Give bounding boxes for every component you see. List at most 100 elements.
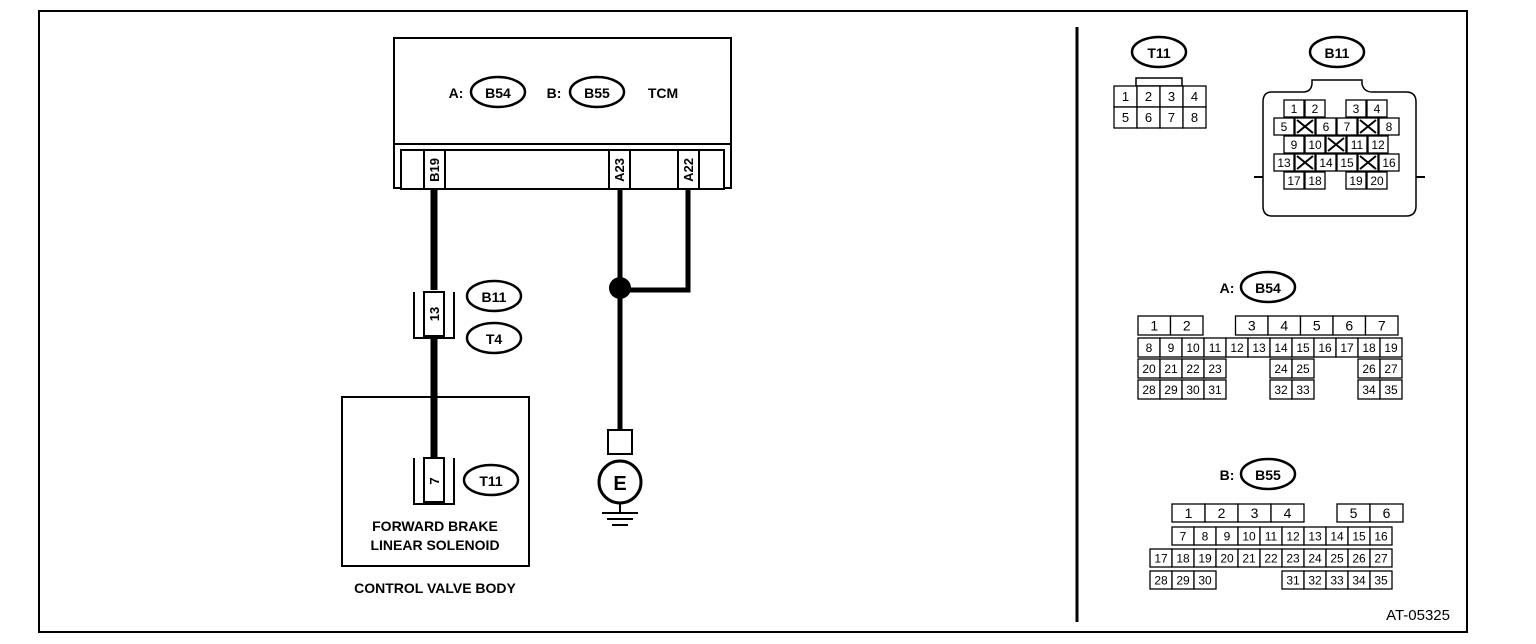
solenoid-conn-id: T11 — [479, 473, 503, 489]
b11-pin-3-label: 3 — [1353, 102, 1360, 116]
b55-pin-12-label: 12 — [1286, 529, 1300, 543]
b11-pin-17-label: 17 — [1287, 174, 1301, 188]
solenoid-pin-cell — [423, 457, 445, 503]
b54-pin-1-label: 1 — [1150, 318, 1158, 334]
b11-pin-6-label: 6 — [1323, 120, 1330, 134]
b11-pin-7-cell — [1336, 117, 1358, 136]
joint-connector: 13 B11 T4 — [413, 279, 523, 355]
b54-pin-9-label: 9 — [1168, 341, 1175, 355]
b55-pin-8-label: 8 — [1202, 529, 1209, 543]
b55-pin-3-label: 3 — [1251, 505, 1259, 521]
b54-pin-8-label: 8 — [1146, 341, 1153, 355]
b54-pin-35-cell — [1379, 379, 1403, 400]
tcm-conn-b-oval — [568, 75, 626, 109]
b11-pin-10-label: 10 — [1308, 138, 1322, 152]
b54-pin-20-label: 20 — [1142, 362, 1156, 376]
b54-pin-33-label: 33 — [1296, 383, 1310, 397]
b11-pin-7-label: 7 — [1344, 120, 1351, 134]
tcm-conn-a-oval — [469, 75, 527, 109]
b11-pin-x11-blocked-mark — [1296, 119, 1314, 134]
b55-pin-26-label: 26 — [1352, 551, 1366, 565]
joint-pin-label: 13 — [427, 307, 442, 321]
b55-title: B55 — [1255, 467, 1281, 483]
t11-pin-6-label: 6 — [1145, 110, 1152, 125]
b11-pin-20-label: 20 — [1370, 174, 1384, 188]
b54-pin-31-label: 31 — [1208, 383, 1222, 397]
reference-code: AT-05325 — [1386, 607, 1450, 624]
b55-pin-6-label: 6 — [1383, 505, 1391, 521]
b11-pin-8-label: 8 — [1386, 120, 1393, 134]
b55-pin-7-label: 7 — [1180, 529, 1187, 543]
b54-pin-35-label: 35 — [1384, 383, 1398, 397]
t11-pin-8-cell — [1182, 106, 1207, 129]
b11-pin-19-cell — [1345, 171, 1367, 190]
b55-pin-22-label: 22 — [1264, 551, 1278, 565]
b54-pin-19-label: 19 — [1384, 341, 1398, 355]
b11-pin-12-cell — [1367, 135, 1389, 154]
wire-a22-to-splice — [620, 189, 691, 293]
joint-conn-2-id: T4 — [486, 331, 503, 347]
b11-pin-6-cell — [1315, 117, 1337, 136]
b11-pin-19-label: 19 — [1349, 174, 1363, 188]
b55-pin-10-label: 10 — [1242, 529, 1256, 543]
b55-pin-17-label: 17 — [1154, 551, 1168, 565]
b54-pin-3-label: 3 — [1248, 318, 1256, 334]
tcm-module: A: B54 B: B55 TCM B19 A23 A22 — [393, 37, 732, 190]
b54-pin-23-cell — [1203, 358, 1227, 379]
b55-pin-20-label: 20 — [1220, 551, 1234, 565]
t11-title-oval — [1130, 35, 1188, 69]
b54-pin-29-label: 29 — [1164, 383, 1178, 397]
t11-pin-7-label: 7 — [1168, 110, 1175, 125]
b54-prefix: A: — [1220, 280, 1235, 296]
b11-pin-17-cell — [1283, 171, 1305, 190]
wires — [430, 189, 691, 460]
b54-pin-4-label: 4 — [1280, 318, 1288, 334]
b55-pin-21-label: 21 — [1242, 551, 1256, 565]
b54-pin-24-label: 24 — [1274, 362, 1288, 376]
b55-pin-27-label: 27 — [1374, 551, 1388, 565]
b11-pin-x34-blocked-mark — [1359, 155, 1377, 170]
joint-conn-1-id: B11 — [482, 289, 507, 305]
b55-pin-2-label: 2 — [1218, 505, 1226, 521]
b11-pin-12-label: 12 — [1371, 138, 1385, 152]
b55-pin-31-label: 31 — [1286, 573, 1300, 587]
b54-pin-10-label: 10 — [1186, 341, 1200, 355]
t11-pin-3-label: 3 — [1168, 89, 1175, 104]
b11-pin-10-cell — [1304, 135, 1326, 154]
t11-pin-5-label: 5 — [1122, 110, 1129, 125]
t11-pin-4-label: 4 — [1191, 89, 1198, 104]
b55-pin-35-label: 35 — [1374, 573, 1388, 587]
b55-pin-6-cell — [1369, 503, 1404, 523]
b54-pin-32-label: 32 — [1274, 383, 1288, 397]
b11-pin-18-cell — [1304, 171, 1326, 190]
tcm-conn-b-id: B55 — [584, 85, 610, 101]
b11-pin-13-label: 13 — [1277, 156, 1291, 170]
b55-pin-9-label: 9 — [1224, 529, 1231, 543]
b54-pin-25-label: 25 — [1296, 362, 1310, 376]
tcm-label-b: B: — [547, 85, 562, 101]
b11-pin-18-label: 18 — [1308, 174, 1322, 188]
b54-title-oval — [1239, 270, 1297, 304]
b54-pin-7-label: 7 — [1378, 318, 1386, 334]
b54-pin-25-cell — [1291, 358, 1315, 379]
b11-pin-4-cell — [1366, 99, 1388, 118]
b55-pin-15-label: 15 — [1352, 529, 1366, 543]
b54-title: B54 — [1255, 280, 1281, 296]
t11-pin-1-label: 1 — [1122, 89, 1129, 104]
joint-conn-1-oval — [465, 279, 523, 313]
pin-a22-label: A22 — [681, 158, 696, 182]
solenoid-conn-oval — [462, 463, 520, 497]
splice-point — [609, 277, 631, 299]
b54-pin-19-cell — [1379, 337, 1403, 358]
solenoid-pin-label: 7 — [427, 477, 442, 484]
b55-pin-34-label: 34 — [1352, 573, 1366, 587]
b11-pin-1-label: 1 — [1291, 102, 1298, 116]
b11-pin-5-cell — [1273, 117, 1295, 136]
b55-pin-1-label: 1 — [1185, 505, 1193, 521]
b55-pin-35-cell — [1369, 570, 1393, 590]
